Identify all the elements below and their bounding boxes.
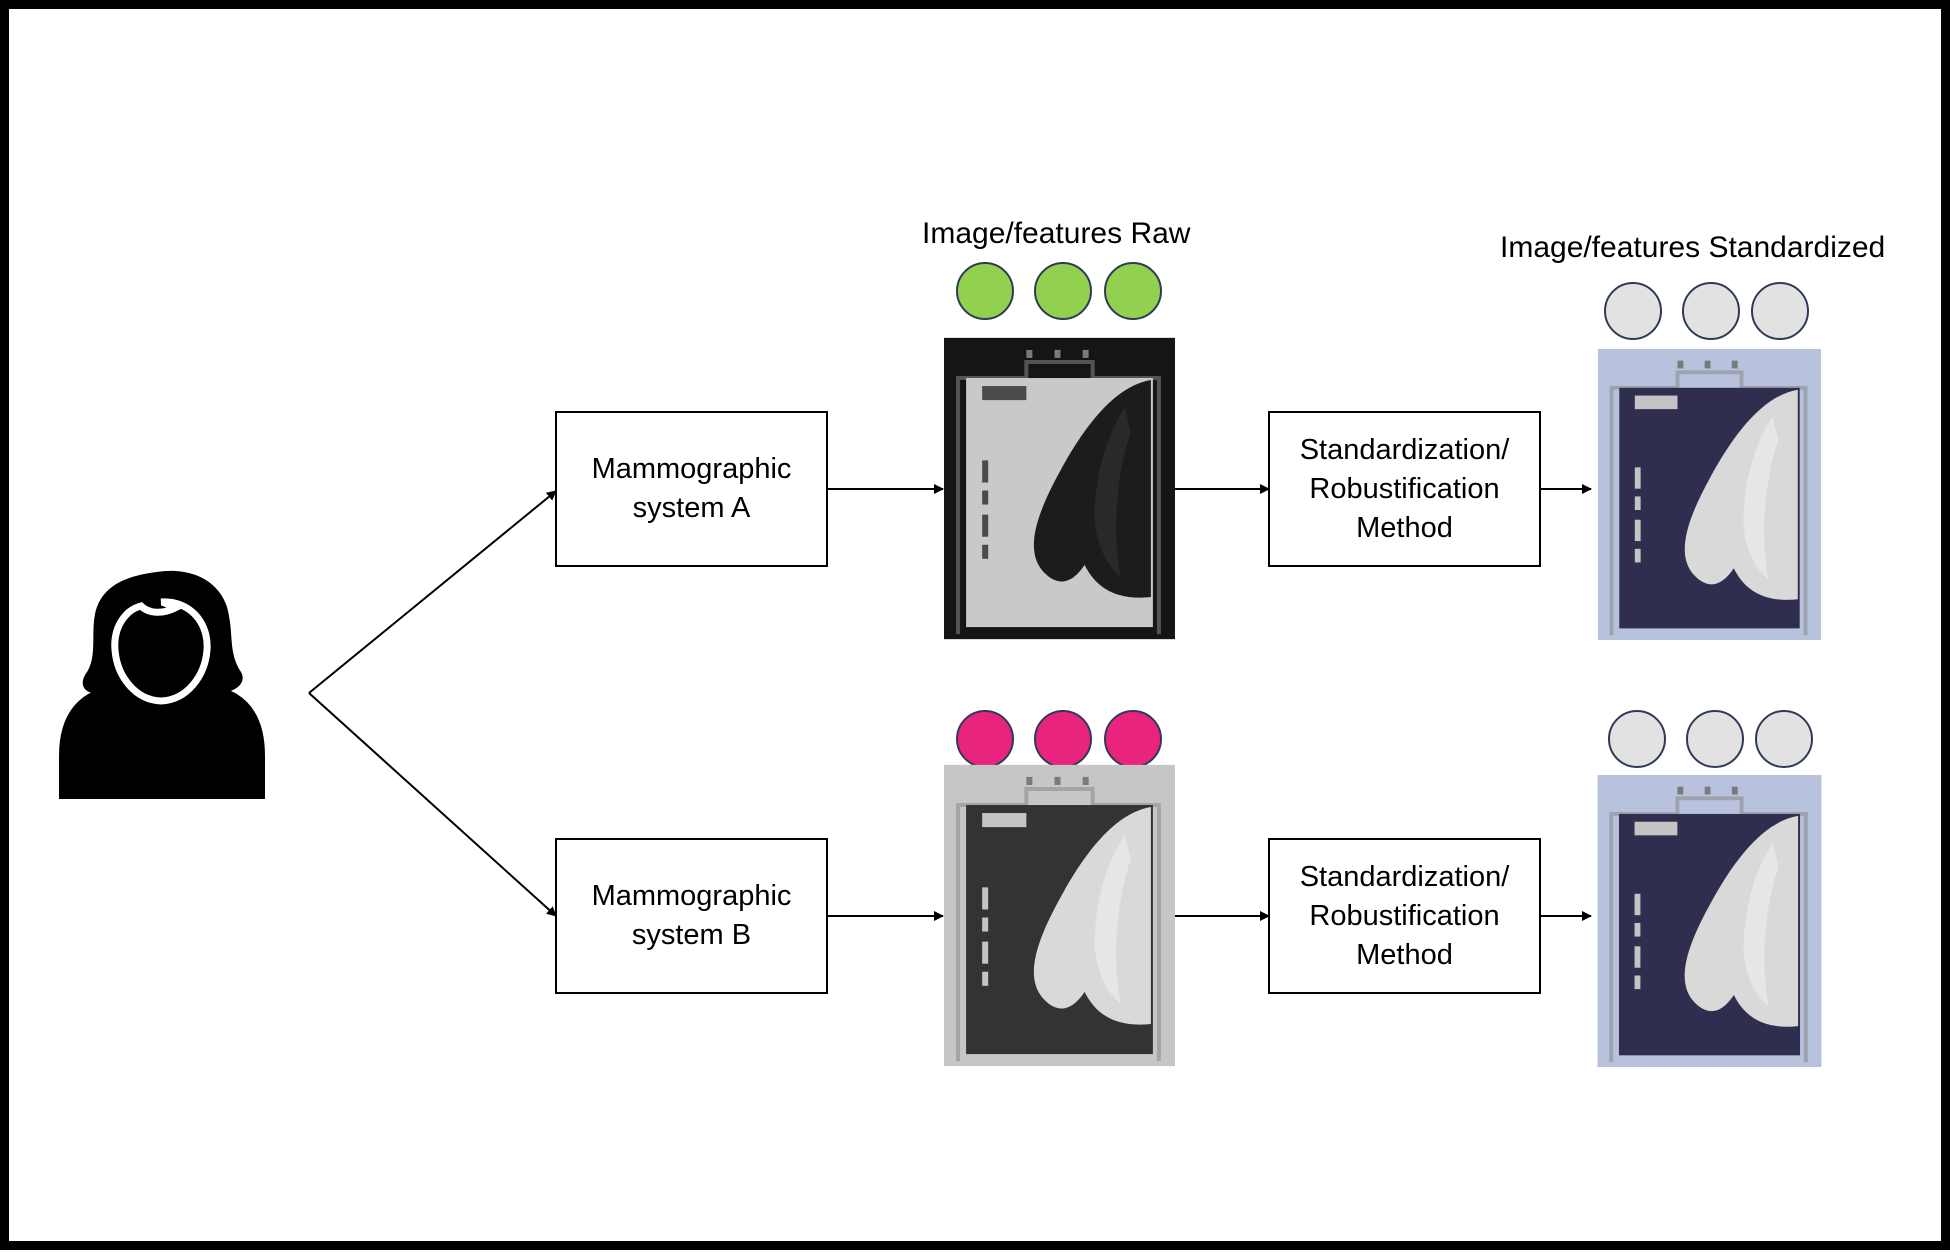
method-b-label-line-3: Method [1356, 938, 1453, 971]
method-a-label-line-3: Method [1356, 511, 1453, 544]
feature-dot-icon [1104, 710, 1162, 768]
arrow-patient-to-system-a [308, 490, 557, 694]
mammogram-standardized-a [1597, 349, 1822, 640]
feature-dot-icon [1608, 710, 1666, 768]
arrow-patient-to-system-b [308, 692, 557, 917]
mammographic-system-a-box: Mammographic system A [555, 411, 828, 567]
mammogram-raw-a [944, 337, 1175, 640]
raw-features-dots-b [956, 710, 1162, 768]
system-b-label-line-1: Mammographic [591, 880, 792, 912]
method-b-label-line-2: Robustification [1309, 899, 1500, 932]
method-a-label-line-2: Robustification [1309, 472, 1500, 505]
raw-features-heading: Image/features Raw [922, 217, 1191, 250]
system-b-label-line-2: system B [631, 919, 752, 951]
standardization-method-box-b: Standardization/ Robustification Method [1268, 838, 1541, 994]
feature-dot-icon [956, 262, 1014, 320]
method-b-label-line-1: Standardization/ [1299, 860, 1510, 893]
feature-dot-icon [1755, 710, 1813, 768]
feature-dot-icon [1682, 282, 1740, 340]
standardization-method-box-a: Standardization/ Robustification Method [1268, 411, 1541, 567]
feature-dot-icon [1034, 710, 1092, 768]
raw-features-dots-a [956, 262, 1162, 320]
mammogram-standardized-b [1597, 775, 1822, 1067]
standardized-features-dots-b [1608, 710, 1813, 768]
system-a-label-line-1: Mammographic [591, 453, 792, 485]
woman-patient-icon [59, 570, 265, 799]
mammographic-system-b-box: Mammographic system B [555, 838, 828, 994]
feature-dot-icon [1604, 282, 1662, 340]
feature-dot-icon [1686, 710, 1744, 768]
connector-layer [308, 484, 1592, 921]
feature-dot-icon [1751, 282, 1809, 340]
feature-dot-icon [956, 710, 1014, 768]
feature-dot-icon [1034, 262, 1092, 320]
standardized-features-dots-a [1604, 282, 1809, 340]
feature-dot-icon [1104, 262, 1162, 320]
system-a-label-line-2: system A [632, 492, 751, 524]
method-a-label-line-1: Standardization/ [1299, 433, 1510, 466]
mammogram-raw-b [944, 764, 1175, 1067]
standardized-features-heading: Image/features Standardized [1500, 231, 1886, 264]
